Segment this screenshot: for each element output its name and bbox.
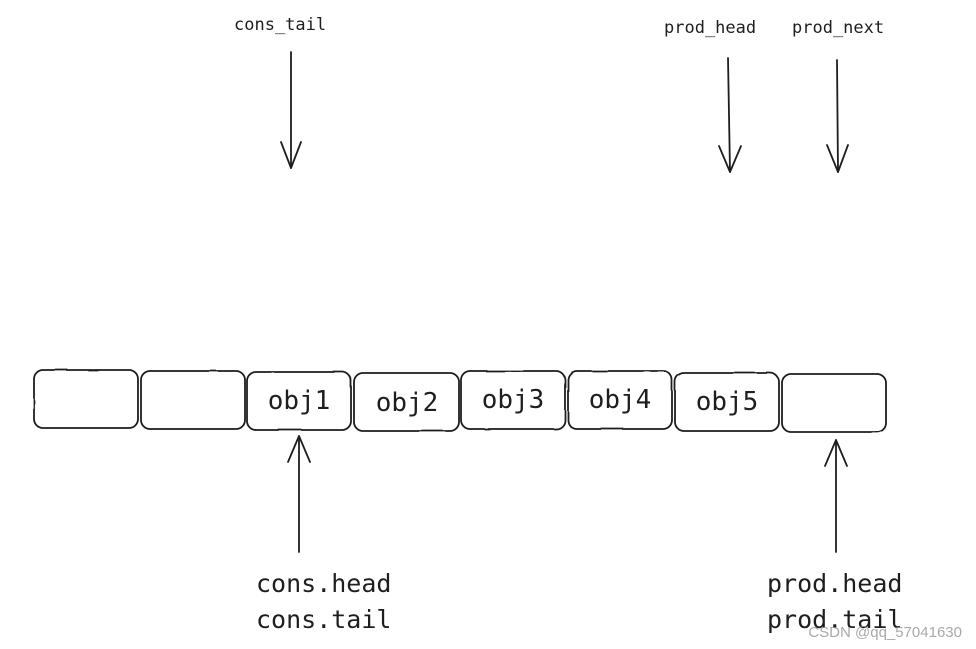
buffer-cell-1	[33, 369, 139, 429]
cell-label-3: obj1	[267, 386, 331, 416]
label-prod-next: prod_next	[792, 18, 885, 38]
prod-next-down-arrow	[826, 59, 849, 173]
prod-head-down-arrow	[718, 57, 742, 173]
buffer-cell-8	[781, 373, 887, 433]
prod-head-up-arrow	[824, 439, 848, 553]
buffer-cell-2	[140, 370, 246, 430]
cell-label-6: obj4	[588, 385, 652, 415]
cons-tail-down-arrow	[280, 51, 302, 169]
buffer-cell-7	[674, 372, 780, 432]
label-cons-head: cons.head	[256, 569, 392, 598]
label-prod-tail: prod.tail	[767, 605, 903, 634]
cell-label-5: obj3	[481, 385, 545, 415]
cons-head-up-arrow	[287, 435, 311, 553]
label-prod-head: prod_head	[664, 18, 757, 38]
label-cons-tail: cons_tail	[234, 15, 327, 35]
buffer-cell-3	[246, 371, 352, 431]
label-cons-tail-bottom: cons.tail	[256, 605, 392, 634]
buffer-cell-4	[353, 372, 460, 432]
cell-label-7: obj5	[695, 387, 759, 417]
buffer-cell-5	[460, 370, 566, 430]
cell-label-4: obj2	[375, 388, 439, 418]
buffer-cells	[33, 369, 887, 433]
csdn-watermark: CSDN @qq_57041630	[808, 624, 962, 641]
buffer-cell-6	[567, 370, 673, 430]
label-prod-head-bottom: prod.head	[767, 569, 903, 598]
